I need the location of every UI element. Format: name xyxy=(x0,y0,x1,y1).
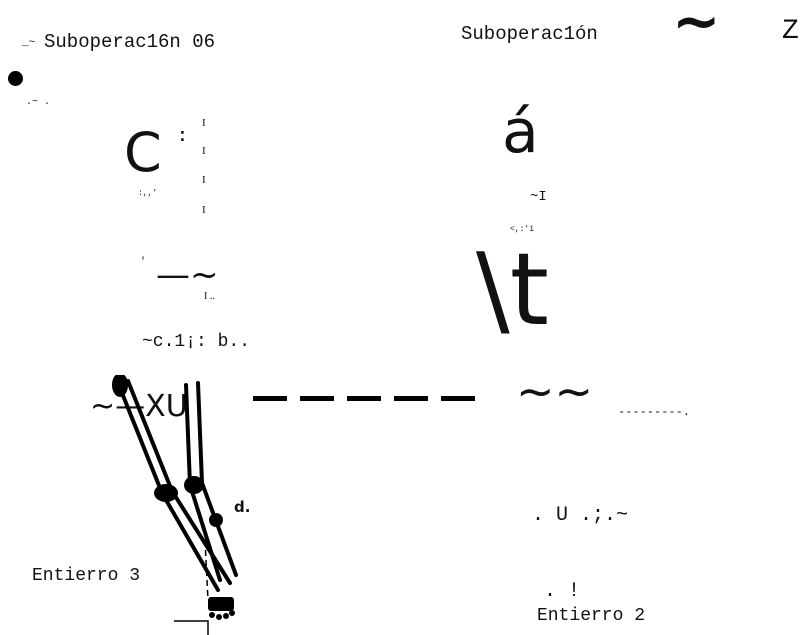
dash-tilde-mark: —~ xyxy=(156,255,219,295)
dotted-line: ---------. xyxy=(618,405,691,419)
u-mark: . U .;.~ xyxy=(532,504,629,527)
big-t-mark: \t xyxy=(476,231,549,348)
tick-label-2: I xyxy=(202,145,206,157)
tick-label-1: I xyxy=(202,117,206,129)
bullet-dot xyxy=(8,71,23,86)
tiny-marks: <,:'i xyxy=(510,225,535,234)
dashed-divider xyxy=(253,396,478,406)
colon-mark: : xyxy=(177,127,188,147)
small-i-dots: I .. xyxy=(204,291,215,302)
apostrophe-mark: ' xyxy=(140,257,147,268)
tick-label-3: I xyxy=(202,174,206,186)
header-letter-mark: Z xyxy=(782,16,799,47)
header-prefix-mark: _~ xyxy=(22,37,36,49)
exclamation-mark: . ! xyxy=(544,580,581,603)
skeleton-bones-illustration xyxy=(112,375,238,635)
entierro-2-label: Entierro 2 xyxy=(537,606,646,626)
fragment-dots: .~ . xyxy=(26,97,51,108)
small-marks: :,,' xyxy=(138,189,158,198)
tick-label-4: I xyxy=(202,204,206,216)
double-tilde-mark: ~~ xyxy=(516,364,594,418)
figure-caption: ~c.1¡: b.. xyxy=(142,332,251,352)
entierro-3-label: Entierro 3 xyxy=(32,566,141,586)
big-c-mark: C xyxy=(124,121,162,184)
header-tilde-mark: ~ xyxy=(672,0,721,55)
tilde-i-mark: ~I xyxy=(530,189,547,205)
left-section-title: Suboperac16n 06 xyxy=(44,31,216,53)
big-a-mark: á xyxy=(502,97,539,167)
skeleton-label-d: d. xyxy=(234,498,251,516)
right-section-title: Suboperac1ón xyxy=(461,23,598,45)
